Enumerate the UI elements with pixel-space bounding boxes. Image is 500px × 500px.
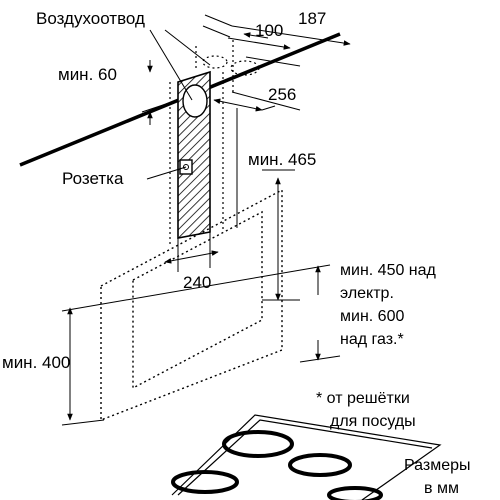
chimney [177,70,211,239]
footnote-label: * от решётки [316,390,410,407]
units-label: Размеры [404,457,471,474]
footnote-label-cont: для посуды [330,413,416,430]
wall-line [61,264,331,312]
burner [327,486,383,500]
burner [171,470,239,494]
hood-canopy [100,188,283,422]
units-label-cont: в мм [424,480,459,497]
dim-240-label: 240 [183,273,211,292]
dim-187-label: 187 [298,9,326,28]
min-450-label: мин. 450 над [340,262,437,279]
air-outlet-leader-2 [164,29,211,66]
cooktop [171,414,442,500]
dim-min-450-600 [299,265,341,363]
dim-256 [213,98,276,112]
ceiling-dimension-lines [202,14,351,111]
dim-min-400 [61,307,105,426]
air-outlet-leader-1 [149,29,193,101]
min-60-label: мин. 60 [58,65,117,84]
min-465-label: мин. 465 [248,150,316,169]
burner [288,453,352,477]
min-600-label-cont: над газ.* [340,331,404,348]
air-outlet-opening [182,84,208,118]
dim-256-label: 256 [268,85,296,104]
air-outlet-label: Воздухоотвод [36,9,145,28]
socket-leader [146,166,187,180]
min-400-label: мин. 400 [2,353,70,372]
dim-min-465 [236,108,300,301]
dim-100-label: 100 [255,21,283,40]
dim-240 [164,232,219,272]
burner [222,430,294,458]
min-600-label: мин. 600 [340,308,404,325]
socket-label: Розетка [62,169,124,188]
min-450-label-cont: электр. [340,285,394,302]
dim-min-60 [141,60,179,125]
